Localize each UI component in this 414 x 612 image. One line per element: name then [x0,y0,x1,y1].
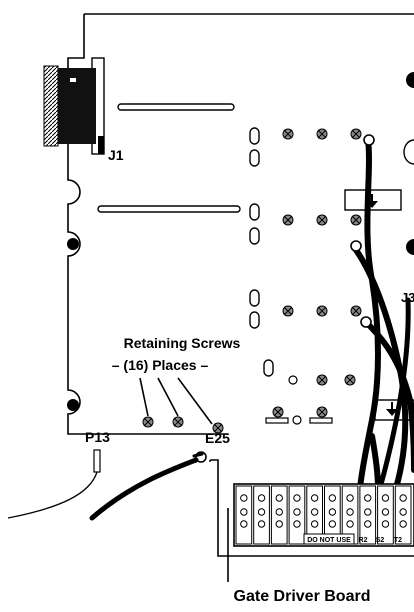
retaining-screws-label: Retaining Screws [124,335,241,351]
edge-notch [403,139,414,165]
p13-lead [7,449,101,519]
oval-openings [249,127,274,377]
power-cables [353,137,414,491]
standoff-screws [265,406,333,425]
p13-label: P13 [85,429,110,445]
terminal-column [394,485,412,545]
retaining-screws-leaders [139,377,213,425]
ring-terminals [195,134,375,463]
arrow-box-upper [344,189,402,211]
retaining-screws-count: – (16) Places – [112,357,209,373]
screw-grid [142,128,362,434]
do-not-use-label: DO NOT USE [307,537,351,544]
terminal-column [359,485,377,545]
terminal-column [324,485,341,545]
terminal-column [288,485,306,545]
terminal-t2-label: T2 [394,537,402,544]
terminal-column [253,485,270,545]
small-hole [288,375,298,385]
mounting-holes [67,72,414,411]
board-slots [97,103,241,213]
e25-label: E25 [205,430,230,446]
terminal-column [377,485,394,545]
board-outline [67,13,414,557]
j3-label: J3 [401,290,414,305]
j1-connector [43,57,105,155]
terminal-column [235,485,253,545]
terminal-column [341,485,359,545]
terminal-column [270,485,288,545]
terminal-block [233,483,414,547]
terminal-r2-label: R2 [359,537,368,544]
j1-label: J1 [108,147,124,163]
e25-wire [89,452,204,521]
terminal-s2-label: S2 [376,537,385,544]
caption-gate-driver-board: Gate Driver Board [234,588,371,605]
